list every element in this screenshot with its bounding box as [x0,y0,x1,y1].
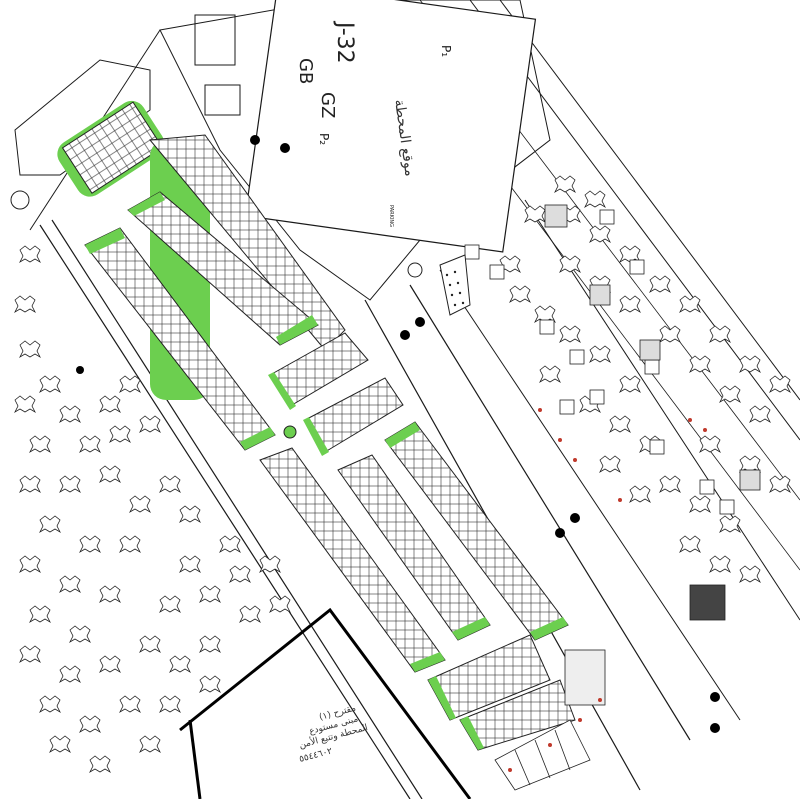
parking-label: PARKING [388,205,394,227]
p2-label: P₂ [317,133,331,145]
right-buildings [464,204,761,706]
road-markers [76,135,720,733]
boundary-lines [179,607,472,799]
roundabouts [10,190,423,439]
gz-label: GZ [317,92,338,118]
residential-lot-blocks [57,100,576,751]
p1-label: P₁ [439,45,453,57]
dotted-plot [439,254,471,316]
bottom-plots [494,719,591,791]
proposal-note: مقترح (١) مبنى مستودع المحطة وتتبع الأمن… [298,703,369,764]
red-markers [508,408,707,772]
zone-code-label: J-32 [332,20,357,64]
gb-label: GB [295,58,316,84]
station-site: J-32 GB GZ P₁ P₂ موقع المحطة PARKING [244,0,537,253]
